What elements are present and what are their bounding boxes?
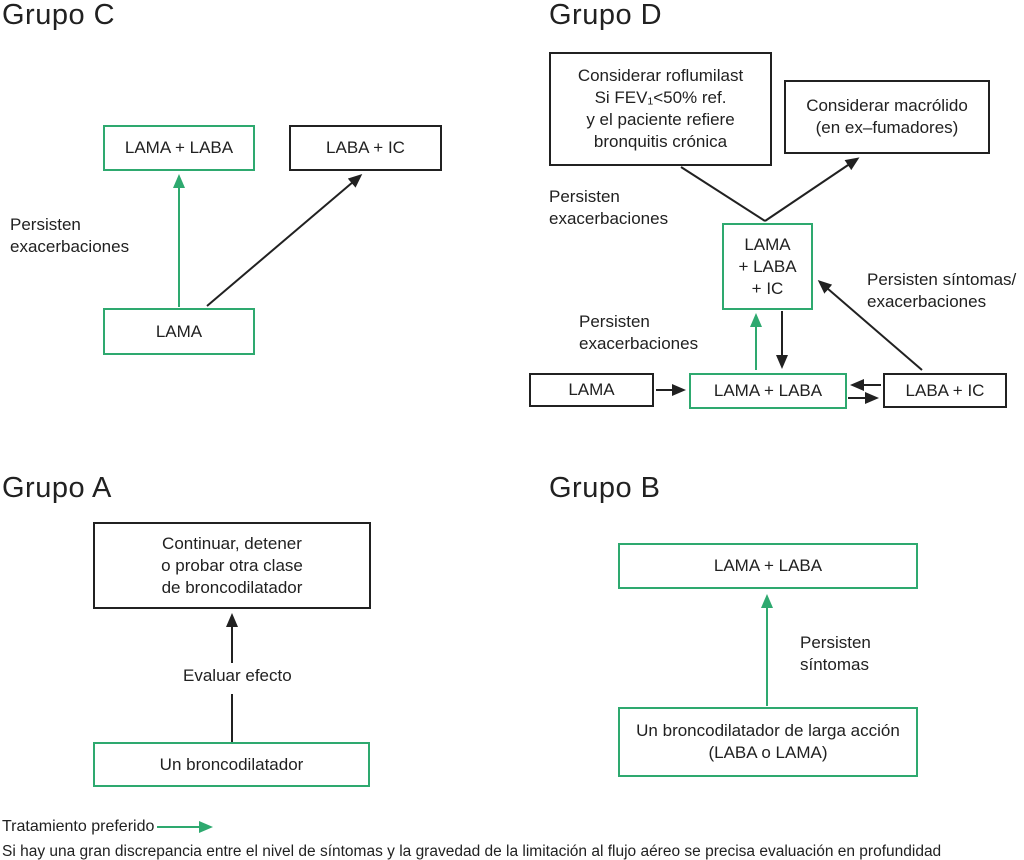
group-c-title: Grupo C (2, 0, 116, 31)
group-d-arrow-to-macrolido (764, 157, 860, 222)
group-d-box-roflumilast: Considerar roflumilast Si FEV₁<50% ref. … (549, 52, 772, 166)
group-a-box-broncodilatador: Un broncodilatador (93, 742, 370, 787)
legend-preferred-treatment-label: Tratamiento preferido (2, 818, 155, 835)
group-d-title: Grupo D (549, 0, 663, 31)
group-c-box-lama: LAMA (103, 308, 255, 355)
group-d-box-lama-laba: LAMA + LABA (689, 373, 847, 409)
group-d-box-lama: LAMA (529, 373, 654, 407)
group-a-box-continuar: Continuar, detener o probar otra clase d… (93, 522, 371, 609)
group-d-label-persisten-exacerbaciones-top: Persisten exacerbaciones (549, 187, 669, 228)
group-d-label-persisten-exacerbaciones-mid: Persisten exacerbaciones (579, 312, 699, 353)
footer-note: Si hay una gran discrepancia entre el ni… (2, 843, 942, 860)
group-d-box-macrolido: Considerar macrólido (en ex–fumadores) (784, 80, 990, 154)
group-d-box-laba-ic: LABA + IC (883, 373, 1007, 408)
group-a-title: Grupo A (2, 472, 112, 504)
group-b-label-persisten-sintomas: Persisten síntomas (800, 633, 871, 674)
group-c-box-laba-ic: LABA + IC (289, 125, 442, 171)
group-a-label-evaluar-efecto: Evaluar efecto (183, 666, 292, 685)
group-c-arrow-lama-to-laba-ic (206, 174, 363, 307)
group-c-box-lama-laba: LAMA + LABA (103, 125, 255, 171)
group-b-box-larga-accion: Un broncodilatador de larga acción (LABA… (618, 707, 918, 777)
group-c-label-persisten-exacerbaciones: Persisten exacerbaciones (10, 215, 130, 256)
group-b-title: Grupo B (549, 472, 661, 504)
group-d-line-roflumilast (680, 166, 766, 222)
group-d-box-lama-laba-ic: LAMA + LABA + IC (722, 223, 813, 310)
group-d-label-persisten-sintomas-exacerbaciones: Persisten síntomas/ exacerbaciones (867, 270, 1017, 311)
group-b-box-lama-laba: LAMA + LABA (618, 543, 918, 589)
